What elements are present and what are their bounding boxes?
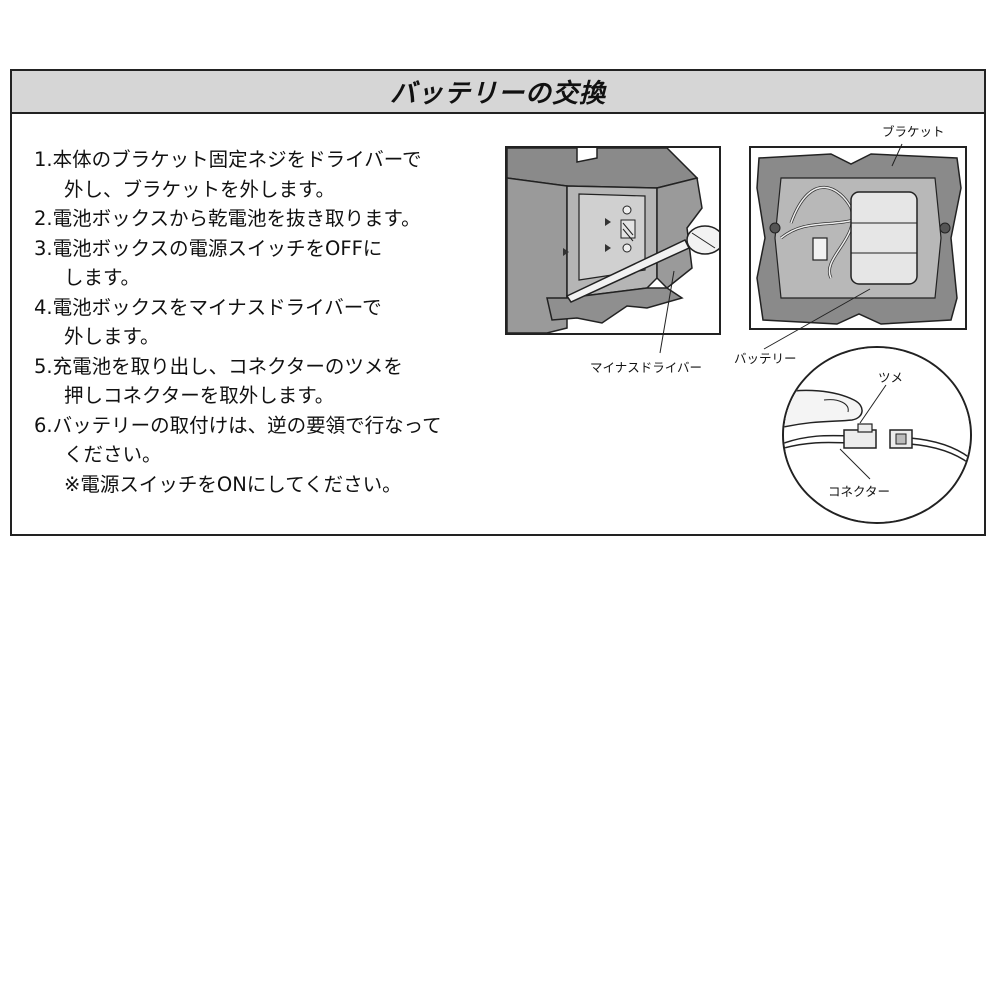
screwdriver-label: マイナスドライバー — [590, 360, 703, 375]
step-number: 1. — [34, 148, 53, 171]
step-text-continued: 押しコネクターを取外します。 — [64, 384, 335, 407]
step-number: 5. — [34, 354, 53, 378]
battery-replacement-panel: バッテリーの交換 1.本体のブラケット固定ネジをドライバーで 外し、ブラケットを… — [10, 69, 986, 536]
step-1: 1.本体のブラケット固定ネジをドライバーで 外し、ブラケットを外します。 — [34, 145, 514, 204]
page-title: バッテリーの交換 — [389, 79, 606, 109]
battery-label: バッテリー — [734, 351, 797, 366]
connector-closeup-drawing — [784, 348, 970, 522]
step-text: 電池ボックスをマイナスドライバーで — [52, 295, 382, 319]
step-text-continued: ください。 — [64, 443, 162, 466]
step-number: 3. — [34, 236, 53, 260]
bracket-battery-drawing — [751, 148, 965, 328]
tab-label: ツメ — [878, 370, 904, 385]
step-text-continued: します。 — [64, 266, 141, 289]
connector-closeup — [782, 346, 972, 524]
step-text-continued: 外し、ブラケットを外します。 — [64, 177, 336, 201]
step-5: 5.充電池を取り出し、コネクターのツメを 押しコネクターを取外します。 — [34, 352, 514, 411]
step-text: 電池ボックスの電源スイッチをOFFに — [52, 236, 383, 260]
step-6: 6.バッテリーの取付けは、逆の要領で行なって ください。 — [34, 411, 514, 470]
step-3: 3.電池ボックスの電源スイッチをOFFに します。 — [34, 234, 514, 293]
battery-box-illustration — [505, 146, 721, 335]
step-text: バッテリーの取付けは、逆の要領で行なって — [52, 413, 442, 437]
step-text: 充電池を取り出し、コネクターのツメを — [52, 354, 403, 378]
step-text: 電池ボックスから乾電池を抜き取ります。 — [52, 207, 421, 230]
step-number: 2. — [34, 207, 53, 230]
battery-box-drawing — [507, 148, 719, 333]
connector-label: コネクター — [828, 484, 891, 499]
step-number: 6. — [34, 413, 53, 437]
title-bar: バッテリーの交換 — [12, 71, 984, 114]
step-4: 4.電池ボックスをマイナスドライバーで 外します。 — [34, 293, 514, 352]
step-number: 4. — [34, 295, 53, 319]
step-text-continued: 外します。 — [64, 325, 160, 348]
bracket-battery-illustration — [749, 146, 967, 330]
step-2: 2.電池ボックスから乾電池を抜き取ります。 — [34, 204, 514, 234]
bracket-label: ブラケット — [882, 124, 945, 139]
instruction-list: 1.本体のブラケット固定ネジをドライバーで 外し、ブラケットを外します。 2.電… — [34, 145, 514, 499]
step-text: 本体のブラケット固定ネジをドライバーで — [52, 148, 422, 171]
power-switch-note: ※電源スイッチをONにしてください。 — [64, 472, 402, 496]
